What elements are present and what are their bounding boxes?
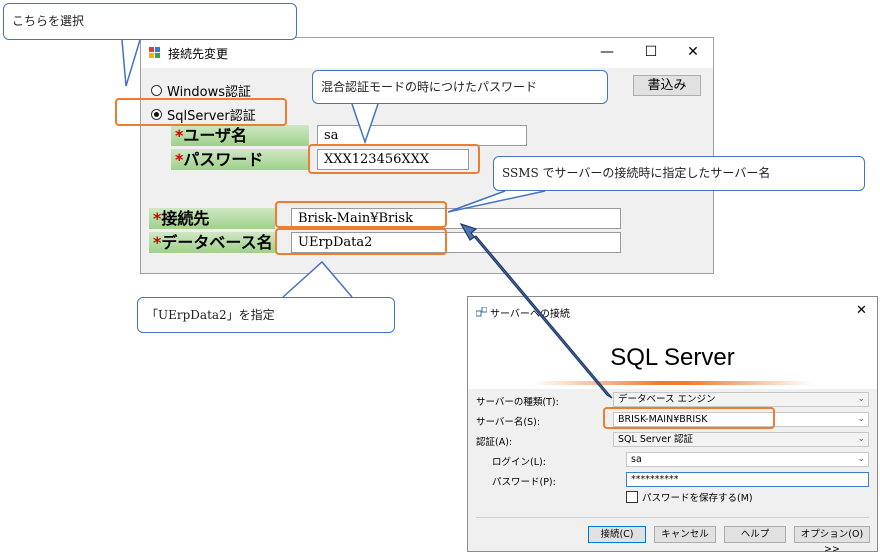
highlight-server [275,201,447,228]
connect-button[interactable]: 接続(C) [588,526,646,543]
title-bar: 接続先変更 — ☐ ✕ [141,38,713,68]
required-mark: * [175,126,184,145]
radio-selected-icon [151,109,162,120]
server-label-text: 接続先 [161,209,210,228]
product-banner: SQL Server [468,327,877,389]
highlight-sql-server-name [603,407,775,429]
user-input[interactable]: sa [317,125,527,146]
sql-connect-dialog: サーバーへの接続 ✕ SQL Server サーバーの種類(T): データベース… [467,296,878,555]
auth-label: 認証(A): [476,437,513,448]
database-label-text: データベース名 [161,233,273,252]
password-label: *パスワード [171,149,309,170]
server-type-value: データベース エンジン [618,394,716,405]
window-title: 接続先変更 [168,47,229,61]
radio-circle-icon [151,85,162,96]
callout-tail [121,39,141,87]
minimize-button[interactable]: — [600,44,614,60]
chevron-down-icon: ⌄ [857,394,865,404]
write-button[interactable]: 書込み [633,75,701,96]
user-label-text: ユーザ名 [183,126,248,145]
chevron-down-icon: ⌄ [857,414,865,424]
highlight-sqlserver-auth [115,98,287,126]
login-label: ログイン(L): [492,457,546,468]
required-mark: * [153,233,162,252]
callout-specify-db: 「UErpData2」を指定 [137,297,395,333]
server-name-label: サーバー名(S): [476,417,541,428]
required-mark: * [175,150,184,169]
user-label: *ユーザ名 [171,125,309,146]
password-label-text: パスワード [183,150,264,169]
sql-password-label: パスワード(P): [492,477,556,488]
server-type-label: サーバーの種類(T): [476,397,559,408]
help-button[interactable]: ヘルプ [724,526,786,543]
close-button[interactable]: ✕ [687,44,699,60]
login-combo[interactable]: sa ⌄ [626,452,869,467]
password-input[interactable]: XXX123456XXX [317,149,469,170]
banner-accent-line [533,381,813,385]
auth-value: SQL Server 認証 [618,434,693,445]
save-password-option[interactable]: パスワードを保存する(M) [626,490,753,504]
database-label: *データベース名 [149,232,275,253]
auth-select[interactable]: SQL Server 認証 ⌄ [613,432,869,447]
checkbox-icon [626,491,638,503]
save-password-label: パスワードを保存する(M) [642,493,753,504]
radio-sqlserver-auth[interactable]: SqlServer認証 [151,105,256,124]
radio-label: Windows認証 [167,85,252,100]
callout-mixed-auth-password: 混合認証モードの時につけたパスワード [312,70,608,104]
connect-icon [476,307,487,317]
chevron-down-icon: ⌄ [857,434,865,444]
required-mark: * [153,209,162,228]
close-button[interactable]: ✕ [856,303,867,318]
server-name-value: BRISK-MAIN¥BRISK [618,414,708,425]
chevron-down-icon: ⌄ [857,454,865,464]
divider [476,517,869,518]
login-value: sa [631,454,642,465]
callout-select-this: こちらを選択 [3,3,297,40]
highlight-database [275,228,447,255]
server-type-select[interactable]: データベース エンジン ⌄ [613,392,869,407]
cancel-button[interactable]: キャンセル [654,526,716,543]
options-button[interactable]: オプション(O) >> [794,526,870,555]
callout-ssms-server-name: SSMS でサーバーの接続時に指定したサーバー名 [493,156,865,191]
window-title: サーバーへの接続 [490,309,570,320]
server-label: *接続先 [149,208,275,229]
title-bar: サーバーへの接続 ✕ [468,297,877,327]
server-name-combo[interactable]: BRISK-MAIN¥BRISK ⌄ [613,412,869,427]
app-icon [149,47,161,59]
radio-label: SqlServer認証 [167,109,256,124]
product-title: SQL Server [610,344,735,371]
maximize-button[interactable]: ☐ [644,44,658,60]
highlight-password [308,144,480,174]
radio-windows-auth[interactable]: Windows認証 [151,81,251,100]
sql-password-input[interactable]: ********** [626,472,869,487]
